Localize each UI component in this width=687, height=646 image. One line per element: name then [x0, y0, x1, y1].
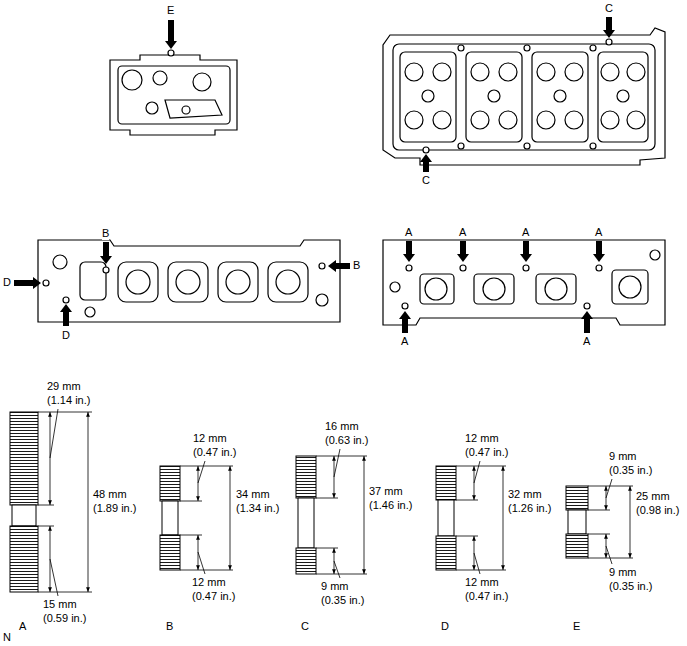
label-text: (0.47 in.) [193, 446, 236, 459]
label-text: 12 mm [193, 432, 227, 445]
label-text: 9 mm [321, 580, 349, 593]
label-text: 9 mm [609, 450, 637, 463]
label-text: C [605, 2, 613, 15]
label-text: 12 mm [192, 576, 226, 589]
label-text: 29 mm [47, 380, 81, 393]
label-text: A [595, 226, 602, 239]
dimension-lines [38, 409, 633, 596]
label-text: A [459, 226, 466, 239]
label-text: D [3, 276, 11, 289]
pointer-arrows [14, 17, 615, 333]
label-text: 15 mm [43, 598, 77, 611]
label-text: (0.35 in.) [321, 594, 364, 607]
stud-bolts [10, 412, 588, 592]
label-text: A [522, 226, 529, 239]
label-text: (0.47 in.) [465, 446, 508, 459]
label-text: B [166, 620, 173, 633]
label-text: 12 mm [465, 576, 499, 589]
label-text: (1.46 in.) [369, 499, 412, 512]
label-text: (1.26 in.) [508, 502, 551, 515]
label-text: (0.47 in.) [192, 590, 235, 603]
label-text: (0.59 in.) [43, 612, 86, 625]
label-text: E [573, 620, 580, 633]
label-text: D [62, 329, 70, 342]
label-text: 9 mm [609, 566, 637, 579]
label-text: 34 mm [236, 488, 270, 501]
label-text: A [405, 226, 412, 239]
label-text: 37 mm [369, 485, 403, 498]
label-text: B [353, 259, 360, 272]
label-text: 48 mm [93, 488, 127, 501]
label-text: (0.98 in.) [636, 504, 679, 517]
label-text: A [583, 335, 590, 348]
label-text: (1.34 in.) [236, 502, 279, 515]
label-text: (0.63 in.) [325, 434, 368, 447]
label-text: 25 mm [636, 490, 670, 503]
label-text: A [19, 620, 26, 633]
label-text: (1.89 in.) [93, 502, 136, 515]
label-text: (0.35 in.) [609, 580, 652, 593]
label-text: 32 mm [508, 488, 542, 501]
label-text: C [301, 620, 309, 633]
label-text: 16 mm [325, 420, 359, 433]
label-text: E [167, 4, 174, 17]
label-text: (0.47 in.) [465, 590, 508, 603]
label-text: A [401, 335, 408, 348]
label-text: 12 mm [465, 432, 499, 445]
label-text: D [441, 620, 449, 633]
label-text: N [3, 631, 11, 644]
label-text: (0.35 in.) [609, 464, 652, 477]
head-views [38, 28, 665, 325]
label-text: (1.14 in.) [47, 394, 90, 407]
label-text: B [102, 227, 109, 240]
label-text: C [422, 174, 430, 187]
